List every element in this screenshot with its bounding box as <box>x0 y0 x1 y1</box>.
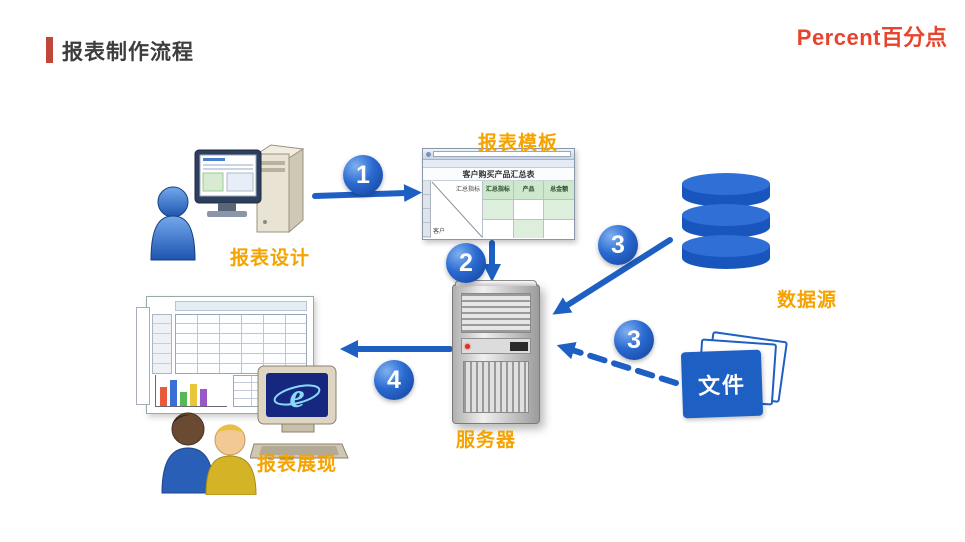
keyboard-icon <box>249 443 349 459</box>
report-designer-icon <box>145 140 315 265</box>
server-panel <box>461 338 531 354</box>
template-browser-toolbar <box>423 149 574 160</box>
template-label: 报表模板 <box>478 133 559 154</box>
datasource-label: 数据源 <box>777 290 838 311</box>
percent-logo: Percent百分点 <box>797 20 947 52</box>
db-disc <box>682 173 770 207</box>
person-dark-icon <box>161 412 215 494</box>
template-cells: 汇总指标 产品 总金额 <box>483 181 575 238</box>
diagonal-bottom-text: 客户 <box>433 229 446 235</box>
mini-bar <box>170 379 177 406</box>
db-disc <box>682 235 770 269</box>
database-icon <box>680 172 772 272</box>
template-grid: 汇总指标 客户 汇总指标 产品 总金额 <box>423 181 575 238</box>
row-number-strip <box>423 181 431 238</box>
template-data-row <box>483 200 575 220</box>
server-grille <box>463 361 529 413</box>
header-cell: 产品 <box>513 181 545 200</box>
monitor-icon <box>194 149 262 217</box>
server-vents-top <box>461 293 531 333</box>
crt-monitor-icon: e <box>257 365 337 433</box>
data-cell <box>483 219 514 238</box>
mini-bar <box>190 384 197 406</box>
person-icon <box>150 186 196 261</box>
report-mini-bar-chart <box>155 375 227 407</box>
template-sheet-title: 客户购买产品汇总表 <box>423 168 574 181</box>
data-cell <box>544 220 574 238</box>
report-table <box>175 314 307 374</box>
step-1-badge: 1 <box>343 155 383 195</box>
report-side-column <box>152 314 172 374</box>
db-disc <box>682 204 770 238</box>
header-cell: 总金额 <box>544 181 575 200</box>
file-icon: 文件 <box>680 331 788 424</box>
ie-letter: e <box>289 378 304 415</box>
title-accent-bar <box>46 37 53 63</box>
mini-bar <box>180 392 187 406</box>
data-cell <box>514 200 545 219</box>
data-cell <box>544 200 575 219</box>
template-data-row <box>483 219 574 238</box>
diagonal-top-text: 汇总指标 <box>455 187 480 193</box>
data-cell <box>483 200 514 219</box>
toolbar-icon <box>426 151 431 157</box>
page-title: 报表制作流程 <box>62 41 194 64</box>
step-3-database-badge: 3 <box>598 225 638 265</box>
template-menubar <box>423 160 574 168</box>
mini-bar <box>160 387 167 406</box>
file-label: 文件 <box>697 372 747 399</box>
server-icon <box>452 280 540 424</box>
template-header-row: 汇总指标 产品 总金额 <box>483 181 575 201</box>
file-front-page: 文件 <box>680 349 764 419</box>
diagonal-header-cell: 汇总指标 客户 <box>431 181 483 238</box>
person-light-icon <box>205 424 257 496</box>
step-2-badge: 2 <box>446 243 486 283</box>
header-cell: 汇总指标 <box>483 181 514 200</box>
data-cell <box>513 219 545 238</box>
step-4-badge: 4 <box>374 360 414 400</box>
server-led <box>465 344 470 349</box>
designer-label: 报表设计 <box>230 248 311 269</box>
logo-text-en: Percent <box>796 25 881 50</box>
report-template-thumbnail: 客户购买产品汇总表 汇总指标 客户 汇总指标 产品 总金额 <box>422 148 575 240</box>
computer-tower-icon <box>255 144 305 234</box>
viewers-icon <box>156 403 264 496</box>
address-bar <box>433 151 571 157</box>
server-label: 服务器 <box>456 430 517 451</box>
logo-text-cn: 百分点 <box>880 25 947 50</box>
step-3-file-badge: 3 <box>614 320 654 360</box>
mini-bar <box>200 388 207 406</box>
server-display <box>510 342 528 351</box>
report-title-bar <box>175 301 307 311</box>
browser-computer-icon: e <box>249 364 350 460</box>
display-label: 报表展现 <box>257 454 338 475</box>
